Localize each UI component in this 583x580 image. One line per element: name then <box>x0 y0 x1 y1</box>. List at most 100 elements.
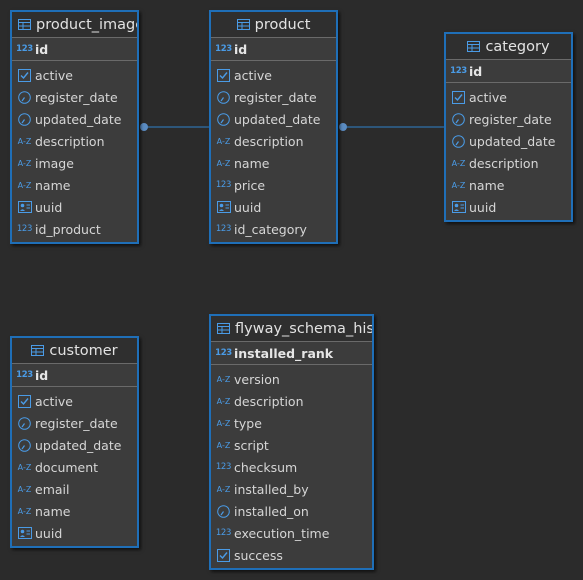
numeric-type-icon: 123 <box>16 224 33 234</box>
entity-header[interactable]: customer <box>12 338 137 364</box>
column-name: uuid <box>35 525 63 541</box>
column-row[interactable]: active <box>12 64 137 86</box>
table-icon <box>217 323 230 334</box>
boolean-type-icon <box>16 394 33 408</box>
column-name: register_date <box>469 111 552 127</box>
datetime-type-icon <box>215 504 232 518</box>
boolean-type-icon <box>450 90 467 104</box>
column-name: id_product <box>35 221 101 237</box>
numeric-type-icon: 123 <box>215 462 232 472</box>
entity-header[interactable]: flyway_schema_history <box>211 316 372 342</box>
column-row[interactable]: updated_date <box>211 108 336 130</box>
entity-flyway-schema-history[interactable]: flyway_schema_history123installed_rankA-… <box>209 314 374 570</box>
column-row[interactable]: uuid <box>12 522 137 544</box>
column-row[interactable]: uuid <box>211 196 336 218</box>
column-name: id <box>35 367 49 383</box>
column-name: installed_by <box>234 481 309 497</box>
column-name: active <box>469 89 507 105</box>
column-name: installed_rank <box>234 345 334 361</box>
column-name: active <box>234 67 272 83</box>
column-row[interactable]: active <box>446 86 571 108</box>
column-name: updated_date <box>35 111 122 127</box>
text-type-icon: A-Z <box>451 180 466 190</box>
numeric-type-icon: 123 <box>215 180 232 190</box>
column-name: updated_date <box>469 133 556 149</box>
text-type-icon: A-Z <box>451 158 466 168</box>
column-name: updated_date <box>35 437 122 453</box>
uuid-type-icon <box>215 200 232 214</box>
column-name: name <box>234 155 270 171</box>
text-type-icon: A-Z <box>216 418 231 428</box>
entity-title: flyway_schema_history <box>235 320 372 337</box>
column-row[interactable]: uuid <box>446 196 571 218</box>
column-name: description <box>469 155 539 171</box>
column-name: active <box>35 67 73 83</box>
uuid-type-icon <box>16 200 33 214</box>
numeric-type-icon: 123 <box>16 370 33 380</box>
column-name: uuid <box>35 199 63 215</box>
column-row[interactable]: register_date <box>12 86 137 108</box>
text-type-icon: A-Z <box>17 462 32 472</box>
column-row[interactable]: register_date <box>12 412 137 434</box>
column-row[interactable]: register_date <box>446 108 571 130</box>
column-row[interactable]: active <box>12 390 137 412</box>
column-name: price <box>234 177 266 193</box>
column-name: script <box>234 437 269 453</box>
column-name: document <box>35 459 99 475</box>
boolean-type-icon <box>215 68 232 82</box>
numeric-type-icon: 123 <box>215 224 232 234</box>
column-row[interactable]: success <box>211 544 372 566</box>
column-row[interactable]: active <box>211 64 336 86</box>
column-row[interactable]: installed_on <box>211 500 372 522</box>
table-icon <box>467 41 481 52</box>
column-name: success <box>234 547 283 563</box>
column-row[interactable]: register_date <box>211 86 336 108</box>
column-row[interactable]: updated_date <box>446 130 571 152</box>
entity-header[interactable]: product_image <box>12 12 137 38</box>
entity-header[interactable]: product <box>211 12 336 38</box>
column-name: description <box>234 393 304 409</box>
column-row[interactable]: updated_date <box>12 108 137 130</box>
column-name: register_date <box>35 89 118 105</box>
column-name: type <box>234 415 262 431</box>
entity-header[interactable]: category <box>446 34 571 60</box>
column-name: register_date <box>234 89 317 105</box>
column-name: name <box>35 177 71 193</box>
column-row[interactable]: updated_date <box>12 434 137 456</box>
text-type-icon: A-Z <box>216 440 231 450</box>
column-row[interactable]: uuid <box>12 196 137 218</box>
uuid-type-icon <box>450 200 467 214</box>
